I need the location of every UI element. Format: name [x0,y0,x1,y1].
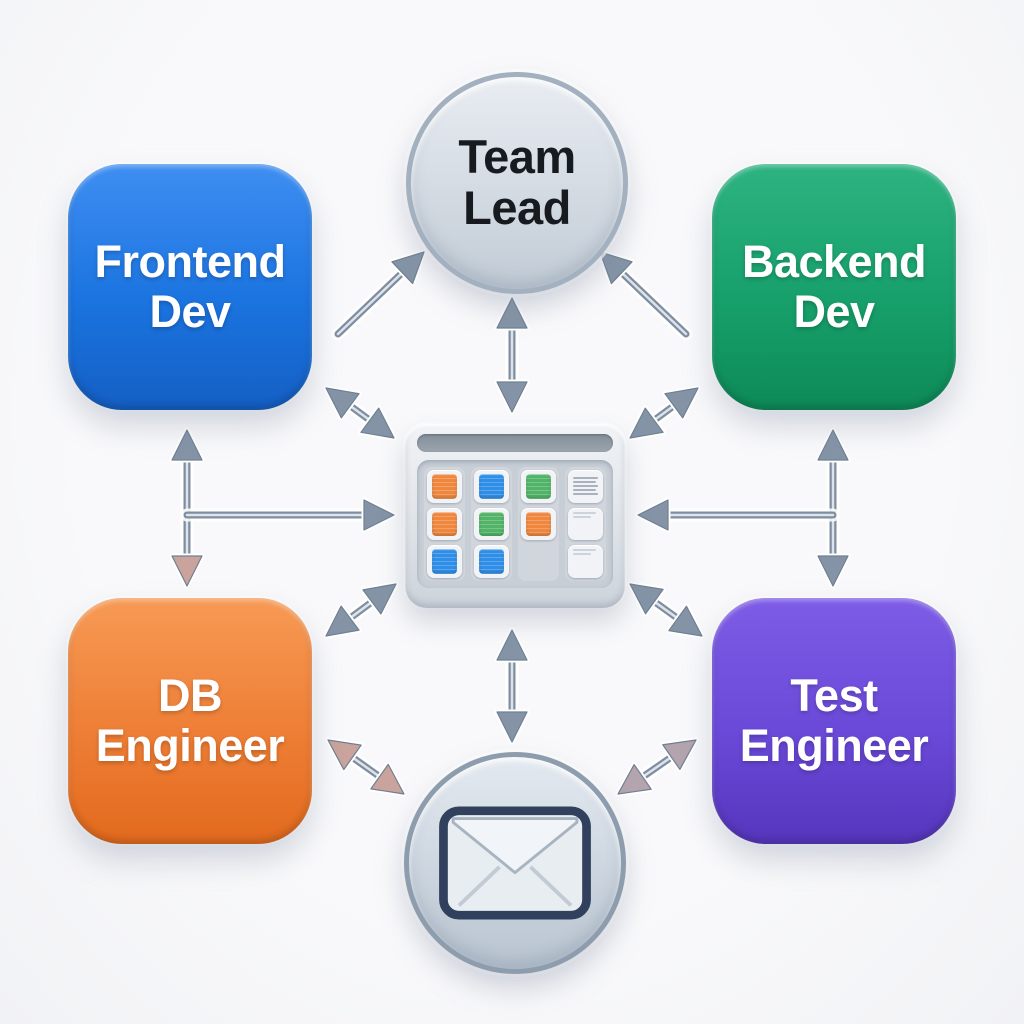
arrow-backend-test [815,427,851,589]
node-label: Team [458,130,576,184]
node-email-hub [404,752,626,974]
arrow-left-branch-board [180,497,397,533]
arrow-frontend-db [169,427,205,589]
task-board-column [518,467,559,581]
node-label: Engineer [739,720,929,771]
node-label: Dev [793,286,875,337]
task-board-column [471,467,512,581]
arrow-teamlead-board [494,295,530,415]
arrow-backend-board [627,385,701,441]
node-label: Frontend [94,235,286,287]
task-board-column [424,467,465,581]
node-backend-dev: Backend Dev [712,164,956,410]
board-empty-cell [521,545,556,578]
board-card-orange [427,507,462,541]
node-label: Lead [463,181,571,234]
arrow-backend-to-teamlead [597,249,693,341]
node-label: Test [790,669,878,721]
node-label: Engineer [95,720,285,771]
task-board-icon [405,424,625,608]
envelope-icon [437,805,593,921]
board-card-blue [474,545,509,579]
board-card-orange [427,470,462,503]
node-test-engineer: Test Engineer [712,598,956,844]
task-board-titlebar [417,434,613,452]
node-label: Backend [741,235,927,287]
task-board-column [565,467,606,581]
arrow-frontend-board [323,385,397,441]
node-team-lead: Team Lead [406,72,628,294]
arrow-board-test [627,581,705,639]
node-label: Dev [149,286,231,337]
arrow-board-db [323,581,399,639]
board-card-blue [474,470,509,503]
board-card-green [521,470,556,503]
node-db-engineer: DB Engineer [68,598,312,844]
arrow-db-mail [325,737,407,797]
arrow-frontend-to-teamlead [331,249,427,341]
arrow-right-branch-board [635,497,840,533]
arrow-test-mail [615,737,699,797]
node-label: DB [158,669,223,721]
node-frontend-dev: Frontend Dev [68,164,312,410]
board-card-faint [568,507,603,541]
board-card-blank [568,545,603,579]
board-card-lines [568,470,603,503]
board-card-blue [427,545,462,579]
arrow-board-mail [494,627,530,745]
task-board-grid [417,460,613,588]
board-card-orange [521,507,556,541]
board-card-green [474,507,509,541]
